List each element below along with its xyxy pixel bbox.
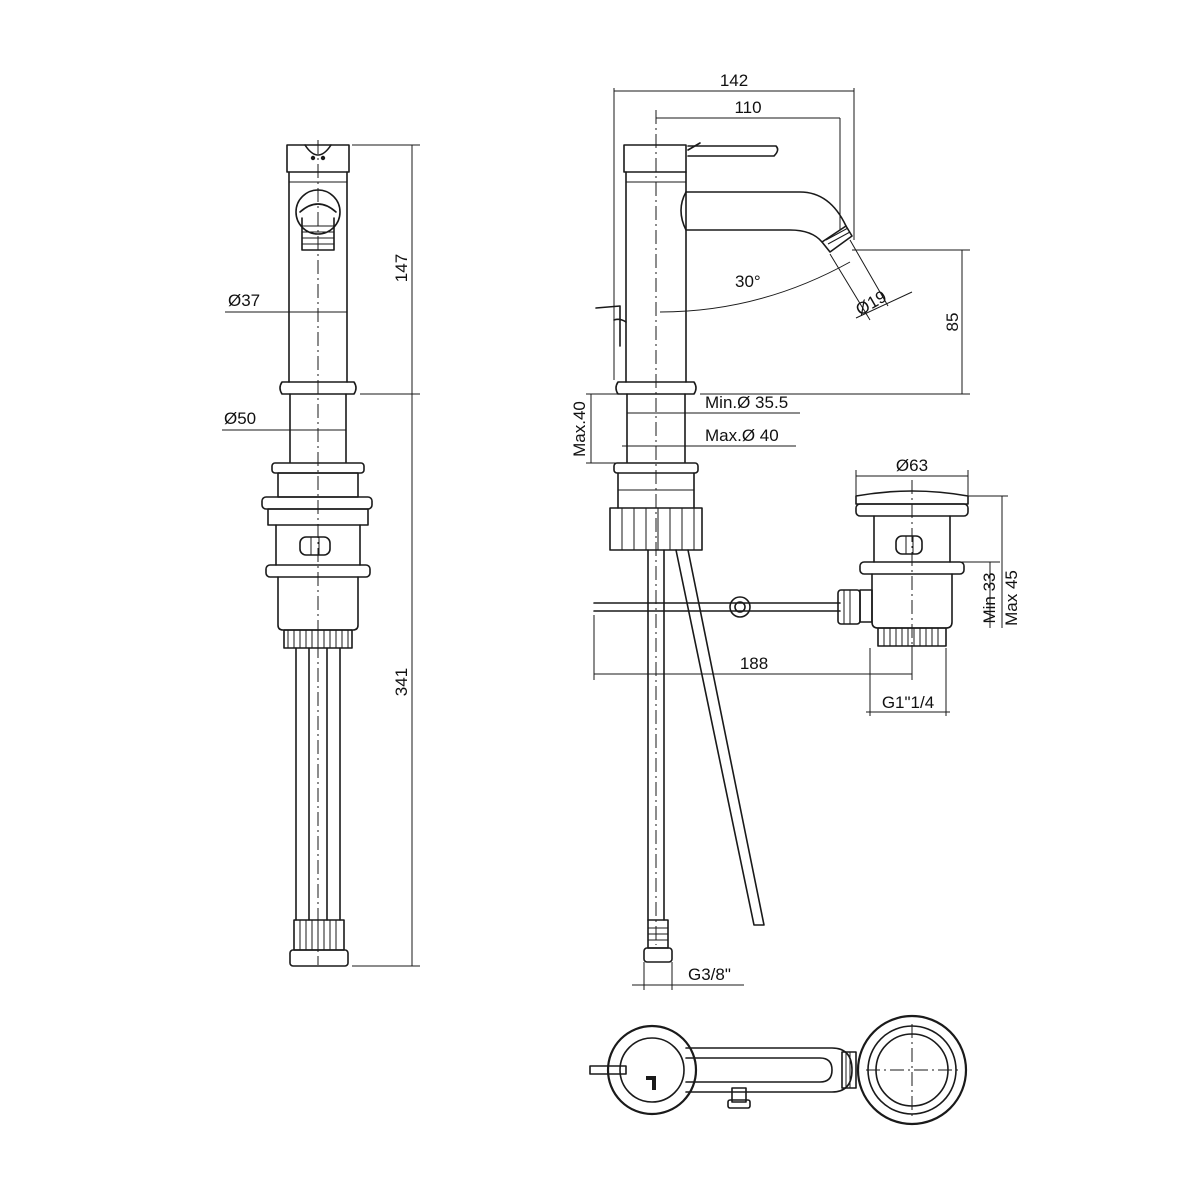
dim-front-147: 147 <box>392 254 411 282</box>
dim-side-d19: Ø19 <box>853 287 890 320</box>
dim-side-max-hole: Max.Ø 40 <box>705 426 779 445</box>
dim-side-min-hole: Min.Ø 35.5 <box>705 393 788 412</box>
dim-side-188: 188 <box>740 654 768 673</box>
dim-waste-g114: G1"1/4 <box>882 693 934 712</box>
dim-side-max40: Max.40 <box>570 401 589 457</box>
dim-waste-min33: Min 33 <box>980 572 999 623</box>
dim-side-142: 142 <box>720 71 748 90</box>
dim-side-110: 110 <box>734 98 761 117</box>
side-dimensions: 142 110 Ø19 85 Min.Ø 35.5 Max.Ø 40 Max.4… <box>570 71 970 990</box>
dim-side-85: 85 <box>943 313 962 332</box>
dim-waste-d63: Ø63 <box>896 456 928 475</box>
dim-front-d50: Ø50 <box>224 409 256 428</box>
plan-view <box>589 1014 968 1126</box>
dim-waste-max45: Max 45 <box>1002 570 1021 626</box>
side-view: 30° <box>593 110 861 963</box>
front-view <box>261 140 373 967</box>
dim-side-g38: G3/8" <box>688 965 731 984</box>
dim-front-341: 341 <box>392 668 411 696</box>
dim-side-30deg: 30° <box>735 272 761 291</box>
waste-dimensions: Ø63 Min 33 Max 45 G1"1/4 <box>855 456 1021 716</box>
dim-front-d37: Ø37 <box>228 291 260 310</box>
front-dimensions: 147 341 Ø37 Ø50 <box>222 144 420 967</box>
waste-view <box>855 480 969 676</box>
